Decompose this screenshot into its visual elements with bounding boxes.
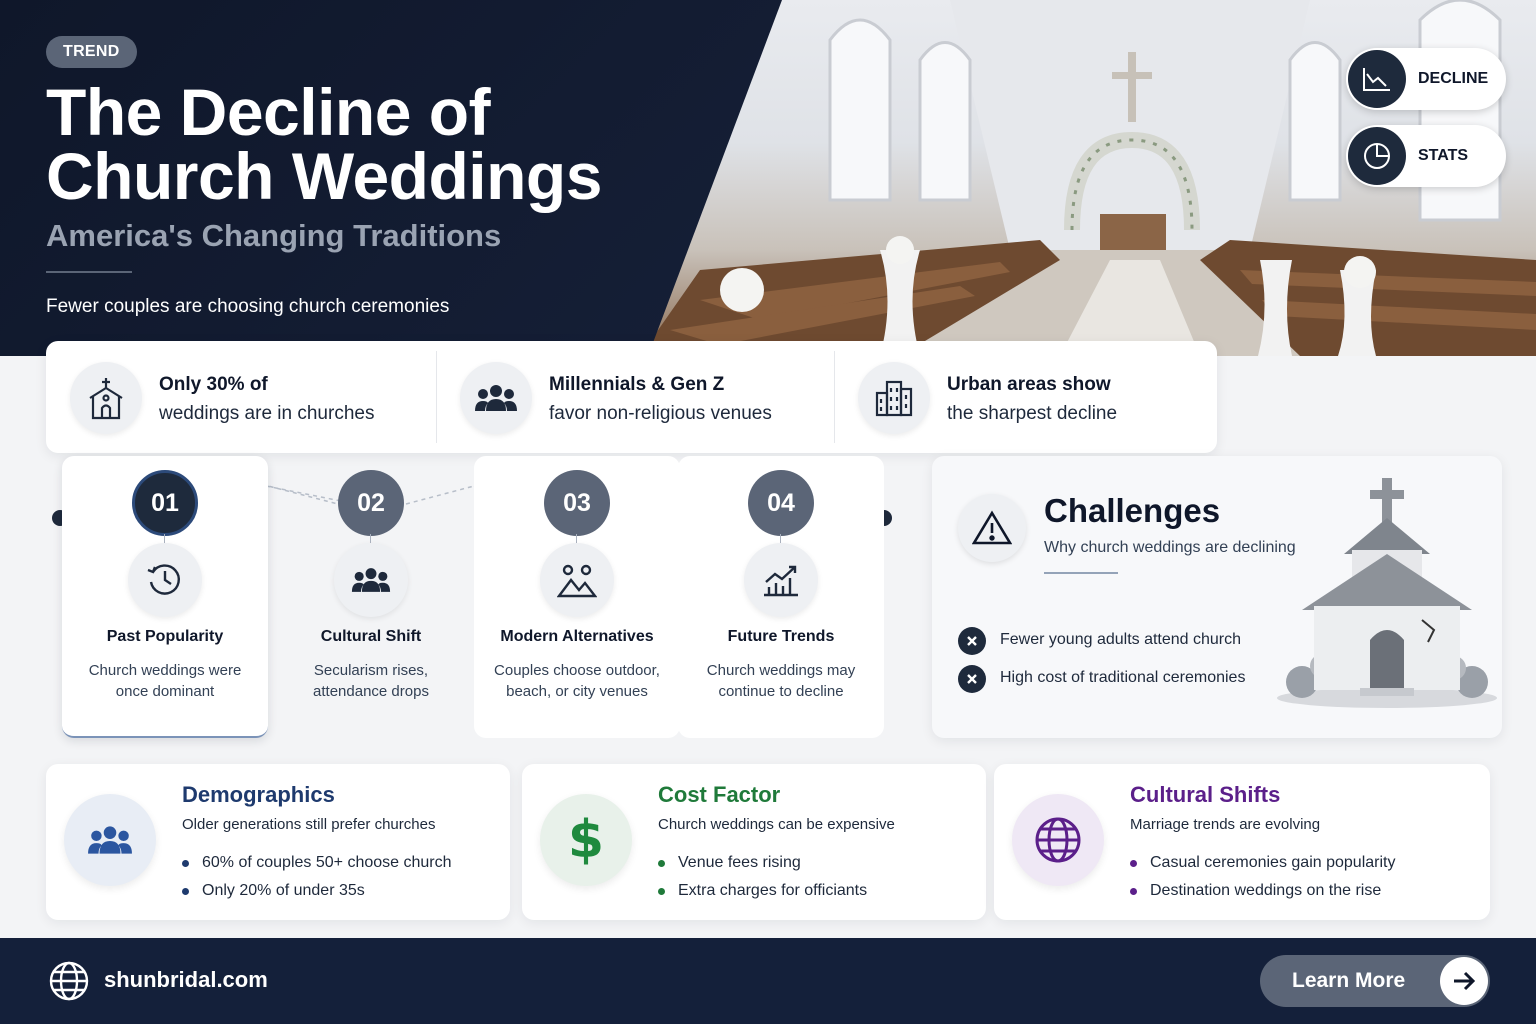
stat-text: weddings are in churches — [159, 403, 375, 424]
card-bullets: Venue fees rising Extra charges for offi… — [658, 854, 867, 910]
group-icon — [334, 543, 408, 617]
divider — [1044, 572, 1118, 574]
stat-heading: Only 30% of — [159, 374, 268, 395]
challenges-panel: Challenges Why church weddings are decli… — [932, 456, 1502, 738]
step-title: Future Trends — [727, 628, 835, 645]
step-number: 03 — [544, 470, 610, 536]
step-desc: Church weddings were once dominant — [88, 662, 242, 700]
timeline-step-02[interactable]: 02 Cultural Shift Secularism rises, atte… — [268, 456, 474, 738]
challenge-text: Fewer young adults attend church — [1000, 631, 1242, 648]
hero-section: TREND The Decline of Church Weddings Ame… — [0, 0, 1536, 356]
step-number: 02 — [338, 470, 404, 536]
card-subtitle: Church weddings can be expensive — [658, 816, 895, 833]
close-icon — [958, 627, 986, 655]
list-item: Extra charges for officiants — [658, 882, 867, 910]
badge-label: DECLINE — [1418, 70, 1489, 87]
close-icon — [958, 665, 986, 693]
trend-chart-icon — [744, 543, 818, 617]
stat-heading: Millennials & Gen Z — [549, 374, 725, 395]
church-icon — [70, 362, 142, 434]
pie-chart-icon — [1348, 127, 1406, 185]
decline-badge[interactable]: DECLINE — [1346, 48, 1506, 110]
stat-card: Millennials & Gen Z favor non-religious … — [436, 341, 834, 453]
card-subtitle: Marriage trends are evolving — [1130, 816, 1321, 833]
stat-card: Only 30% of weddings are in churches — [46, 341, 436, 453]
site-link[interactable]: shunbridal.com — [104, 967, 268, 992]
step-stem — [780, 534, 781, 546]
arrow-right-icon — [1440, 957, 1488, 1005]
divider — [436, 351, 437, 443]
page-title: The Decline of Church Weddings — [46, 75, 602, 213]
learn-more-button[interactable]: Learn More — [1260, 955, 1490, 1007]
globe-icon — [1012, 794, 1104, 886]
step-stem — [164, 534, 165, 546]
people-icon — [64, 794, 156, 886]
group-icon — [460, 362, 532, 434]
step-title: Past Popularity — [106, 628, 224, 645]
line-chart-icon — [1348, 50, 1406, 108]
card-title: Demographics — [182, 782, 335, 807]
divider — [46, 271, 132, 273]
church-illustration — [1277, 478, 1497, 708]
step-number: 01 — [132, 470, 198, 536]
challenge-text: High cost of traditional ceremonies — [1000, 669, 1246, 686]
stats-strip: Only 30% of weddings are in churches Mil… — [46, 341, 1217, 453]
timeline-step-03[interactable]: 03 Modern Alternatives Couples choose ou… — [474, 456, 680, 738]
list-item: Only 20% of under 35s — [182, 882, 452, 910]
stat-heading: Urban areas show — [947, 374, 1111, 395]
step-stem — [576, 534, 577, 546]
globe-icon — [49, 961, 89, 1001]
page-subtitle: America's Changing Traditions — [46, 218, 502, 253]
card-title: Cost Factor — [658, 782, 781, 807]
step-desc: Secularism rises, attendance drops — [313, 662, 429, 700]
list-item: Destination weddings on the rise — [1130, 882, 1395, 910]
landscape-icon — [540, 543, 614, 617]
list-item: 60% of couples 50+ choose church — [182, 854, 452, 882]
stat-card: Urban areas show the sharpest decline — [834, 341, 1217, 453]
cost-factor-card: $ Cost Factor Church weddings can be exp… — [522, 764, 986, 920]
badge-label: STATS — [1418, 147, 1469, 164]
step-stem — [370, 534, 371, 546]
challenges-title: Challenges — [1044, 492, 1221, 529]
step-title: Cultural Shift — [320, 628, 422, 645]
step-title: Modern Alternatives — [500, 628, 654, 645]
stat-text: favor non-religious venues — [549, 403, 772, 424]
card-bullets: Casual ceremonies gain popularity Destin… — [1130, 854, 1395, 910]
challenges-subtitle: Why church weddings are declining — [1044, 539, 1296, 556]
stat-text: the sharpest decline — [947, 403, 1118, 424]
demographics-card: Demographics Older generations still pre… — [46, 764, 510, 920]
dollar-icon: $ — [540, 794, 632, 886]
list-item: Casual ceremonies gain popularity — [1130, 854, 1395, 882]
warning-icon — [958, 494, 1026, 562]
card-bullets: 60% of couples 50+ choose church Only 20… — [182, 854, 452, 910]
button-label: Learn More — [1292, 969, 1406, 992]
timeline-step-04[interactable]: 04 Future Trends Church weddings may con… — [678, 456, 884, 738]
stats-badge[interactable]: STATS — [1346, 125, 1506, 187]
card-subtitle: Older generations still prefer churches — [182, 816, 436, 833]
timeline: 01 Past Popularity Church weddings were … — [46, 456, 916, 746]
history-clock-icon — [128, 543, 202, 617]
footer: shunbridal.com Learn More — [0, 938, 1536, 1024]
tagline: Fewer couples are choosing church ceremo… — [46, 296, 450, 317]
cultural-shifts-card: Cultural Shifts Marriage trends are evol… — [994, 764, 1490, 920]
card-title: Cultural Shifts — [1130, 782, 1281, 807]
city-buildings-icon — [858, 362, 930, 434]
trend-badge: TREND — [46, 36, 137, 68]
step-desc: Couples choose outdoor, beach, or city v… — [494, 662, 660, 700]
divider — [834, 351, 835, 443]
timeline-step-01[interactable]: 01 Past Popularity Church weddings were … — [62, 456, 268, 738]
step-number: 04 — [748, 470, 814, 536]
step-desc: Church weddings may continue to decline — [706, 662, 856, 700]
list-item: Venue fees rising — [658, 854, 867, 882]
